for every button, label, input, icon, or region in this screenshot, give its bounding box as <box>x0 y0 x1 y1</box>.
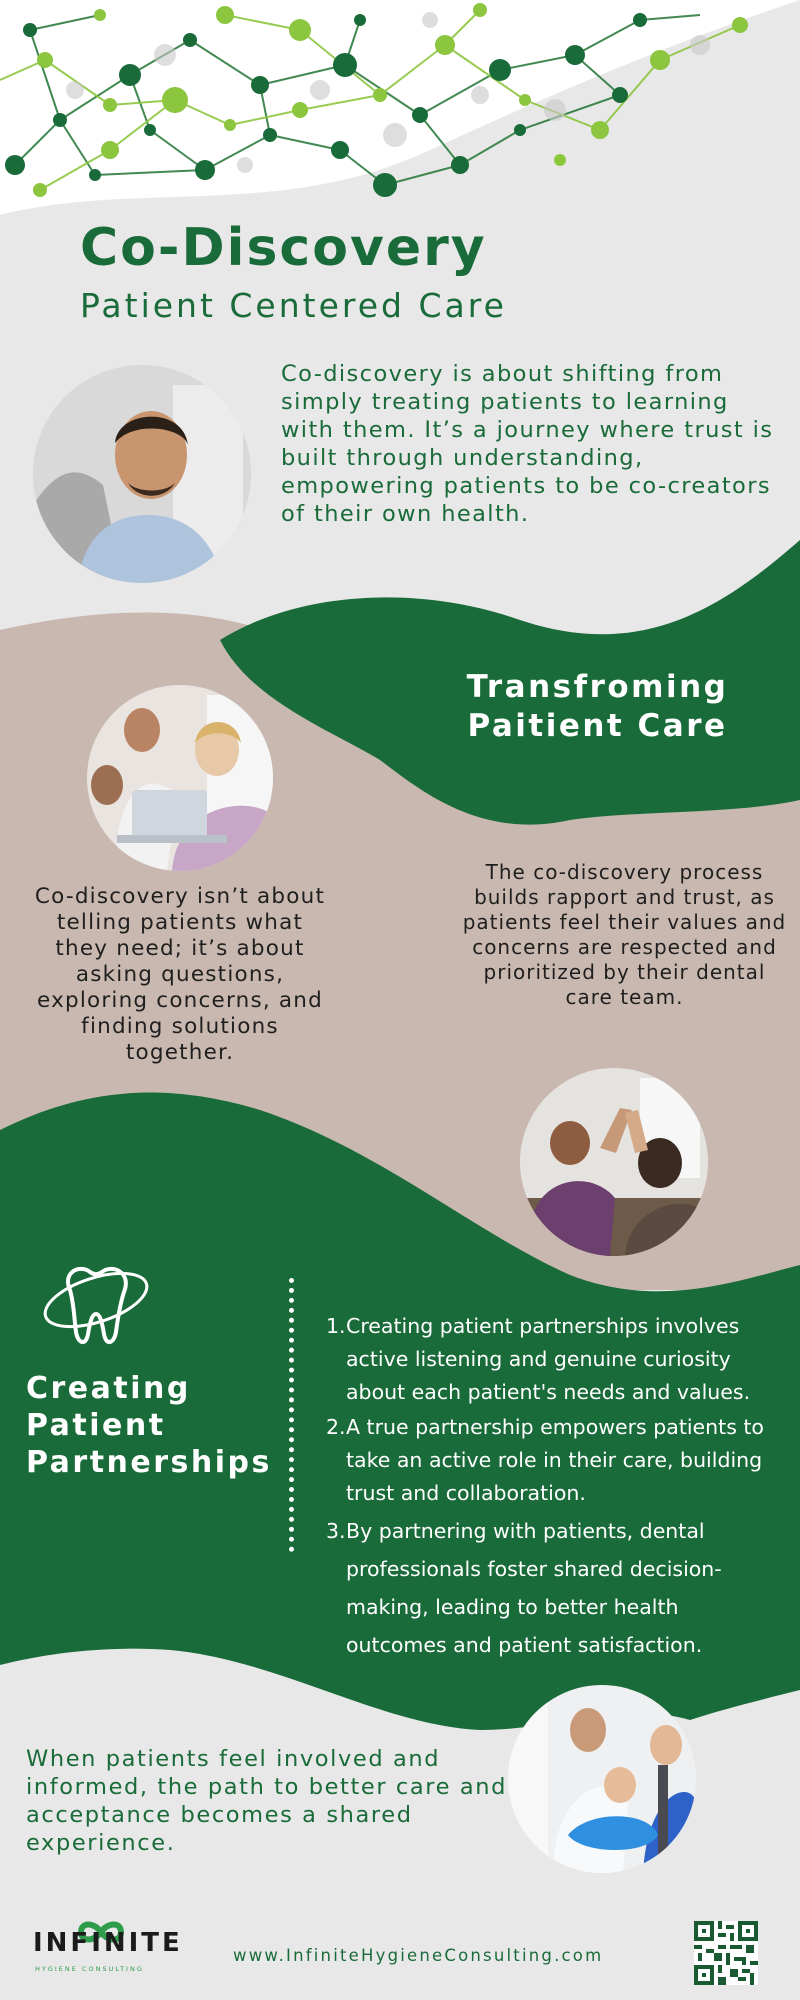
intro-paragraph: Co-discovery is about shifting from simp… <box>281 361 774 527</box>
tooth-icon <box>43 1266 149 1344</box>
transform-left-text: Co-discovery isn’t about telling patient… <box>34 884 326 1065</box>
high-five-photo <box>520 1068 708 1256</box>
list-item: 3.By partnering with patients, dental pr… <box>326 1519 722 1657</box>
transform-right-text: The co-discovery process builds rapport … <box>462 860 787 1009</box>
partnerships-heading-line2: Patient <box>26 1408 166 1443</box>
brand-logo-text: INFINITE <box>33 1928 183 1958</box>
partnerships-heading: Creating Patient Partnerships <box>26 1370 286 1481</box>
transform-heading-line2: Paitient Care <box>467 708 728 744</box>
partnership-list: 1.Creating patient partnerships involves… <box>326 1310 768 1666</box>
partnerships-heading-line1: Creating <box>26 1371 191 1406</box>
list-item: 1.Creating patient partnerships involves… <box>326 1314 751 1404</box>
transform-heading: Transfroming Paitient Care <box>455 668 740 746</box>
qr-code-icon <box>694 1921 758 1985</box>
transform-heading-line1: Transfroming <box>466 669 729 705</box>
partnerships-heading-line3: Partnerships <box>26 1445 272 1480</box>
page-subtitle: Patient Centered Care <box>80 286 507 325</box>
list-item: 2.A true partnership empowers patients t… <box>326 1415 764 1505</box>
brand-logo-subtext: HYGIENE CONSULTING <box>35 1965 144 1973</box>
network-decoration <box>0 3 748 197</box>
dentist-family-photo <box>508 1685 696 1873</box>
closing-statement: When patients feel involved and informed… <box>26 1746 507 1856</box>
patient-photo <box>33 365 251 583</box>
team-laptop-photo <box>87 685 273 871</box>
dotted-divider <box>289 1278 294 1552</box>
website-url[interactable]: www.InfiniteHygieneConsulting.com <box>233 1946 604 1965</box>
page-title: Co-Discovery <box>80 218 487 278</box>
infinity-logo-icon <box>77 1921 125 1943</box>
